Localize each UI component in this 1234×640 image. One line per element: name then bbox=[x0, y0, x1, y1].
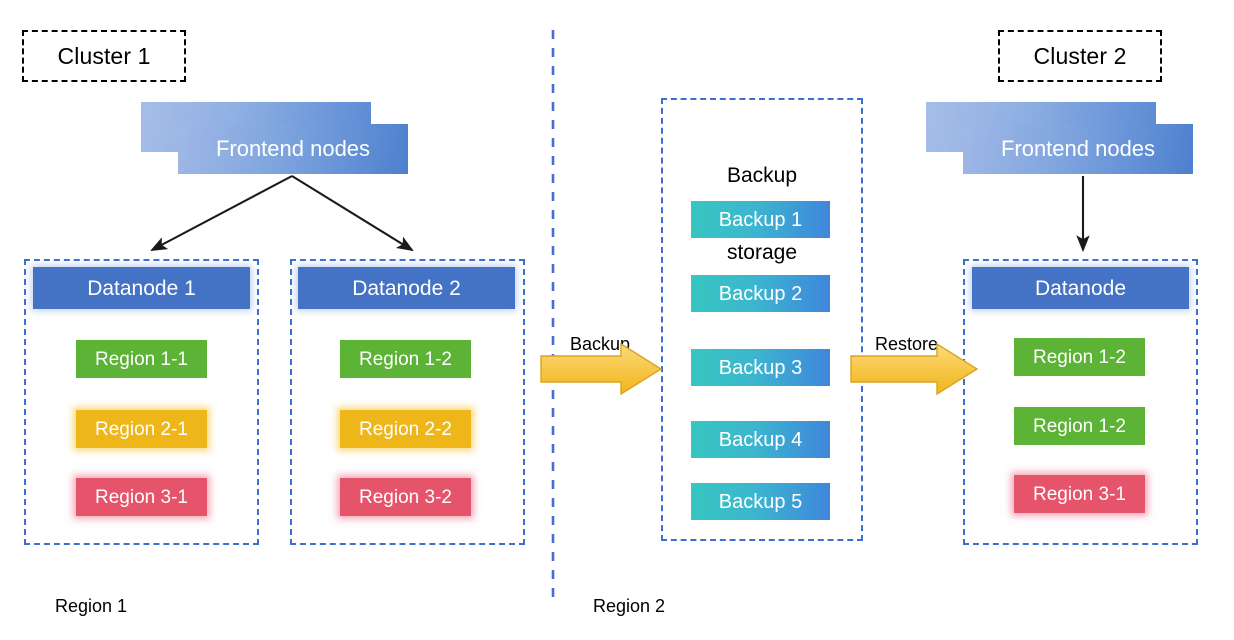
backup-arrow-label: Backup bbox=[570, 334, 630, 356]
frontend-nodes-label: Frontend nodes bbox=[1000, 136, 1156, 161]
datanode-restored-header[interactable]: Datanode bbox=[972, 267, 1189, 309]
frontend-stack-front-card: Frontend nodes bbox=[963, 124, 1193, 174]
backup-item-label: Backup 1 bbox=[718, 208, 803, 231]
backup-item-label: Backup 2 bbox=[718, 282, 803, 305]
region-2-footer: Region 2 bbox=[573, 574, 665, 640]
backup-item[interactable]: Backup 2 bbox=[691, 275, 830, 312]
region-chip[interactable]: Region 1-2 bbox=[1014, 407, 1145, 445]
region-1-footer: Region 1 bbox=[35, 574, 127, 640]
backup-storage-title-line-2: storage bbox=[726, 241, 798, 265]
datanode-title: Datanode bbox=[1034, 276, 1127, 300]
flow-arrow-text: Restore bbox=[875, 334, 939, 354]
datanode-1-header[interactable]: Datanode 1 bbox=[33, 267, 250, 309]
flow-arrow-text: Backup bbox=[570, 334, 631, 354]
region-footer-text: Region 1 bbox=[55, 595, 128, 616]
region-label: Region 2-2 bbox=[359, 418, 452, 440]
region-footer-text: Region 2 bbox=[593, 595, 666, 616]
region-label: Region 1-2 bbox=[359, 348, 452, 370]
cluster-label-text: Cluster 1 bbox=[57, 42, 151, 69]
connector-frontend-to-datanode-1 bbox=[150, 175, 293, 251]
region-label: Region 1-2 bbox=[1033, 346, 1126, 368]
region-chip[interactable]: Region 1-2 bbox=[340, 340, 471, 378]
region-chip[interactable]: Region 3-1 bbox=[76, 478, 207, 516]
region-label: Region 3-1 bbox=[1033, 483, 1126, 505]
backup-item[interactable]: Backup 5 bbox=[691, 483, 830, 520]
region-chip[interactable]: Region 2-2 bbox=[340, 410, 471, 448]
region-label: Region 3-1 bbox=[95, 486, 188, 508]
region-label: Region 1-2 bbox=[1033, 415, 1126, 437]
backup-storage-title: Backup storage bbox=[662, 112, 862, 317]
region-chip[interactable]: Region 3-1 bbox=[1014, 475, 1145, 513]
region-chip[interactable]: Region 2-1 bbox=[76, 410, 207, 448]
cluster-label-cluster-2: Cluster 2 bbox=[998, 30, 1162, 82]
frontend-nodes-cluster-2[interactable]: Frontend nodes bbox=[926, 102, 1196, 176]
backup-item-label: Backup 5 bbox=[718, 490, 803, 513]
frontend-nodes-label: Frontend nodes bbox=[215, 136, 371, 161]
backup-item[interactable]: Backup 1 bbox=[691, 201, 830, 238]
backup-storage-container[interactable] bbox=[661, 98, 863, 541]
backup-item[interactable]: Backup 3 bbox=[691, 349, 830, 386]
backup-item-label: Backup 3 bbox=[718, 356, 803, 379]
datanode-title: Datanode 1 bbox=[87, 276, 196, 300]
backup-storage-title-line-1: Backup bbox=[726, 164, 798, 188]
region-chip[interactable]: Region 1-2 bbox=[1014, 338, 1145, 376]
restore-arrow-label: Restore bbox=[875, 334, 938, 356]
backup-item-label: Backup 4 bbox=[718, 428, 803, 451]
region-label: Region 3-2 bbox=[359, 486, 452, 508]
datanode-title: Datanode 2 bbox=[352, 276, 461, 300]
cluster-label-text: Cluster 2 bbox=[1033, 42, 1127, 69]
region-chip[interactable]: Region 1-1 bbox=[76, 340, 207, 378]
region-label: Region 2-1 bbox=[95, 418, 188, 440]
backup-item[interactable]: Backup 4 bbox=[691, 421, 830, 458]
cluster-label-cluster-1: Cluster 1 bbox=[22, 30, 186, 82]
connector-frontend-to-datanode-2 bbox=[291, 175, 414, 252]
frontend-nodes-cluster-1[interactable]: Frontend nodes bbox=[141, 102, 411, 176]
region-label: Region 1-1 bbox=[95, 348, 188, 370]
region-chip[interactable]: Region 3-2 bbox=[340, 478, 471, 516]
datanode-2-header[interactable]: Datanode 2 bbox=[298, 267, 515, 309]
frontend-stack-front-card: Frontend nodes bbox=[178, 124, 408, 174]
